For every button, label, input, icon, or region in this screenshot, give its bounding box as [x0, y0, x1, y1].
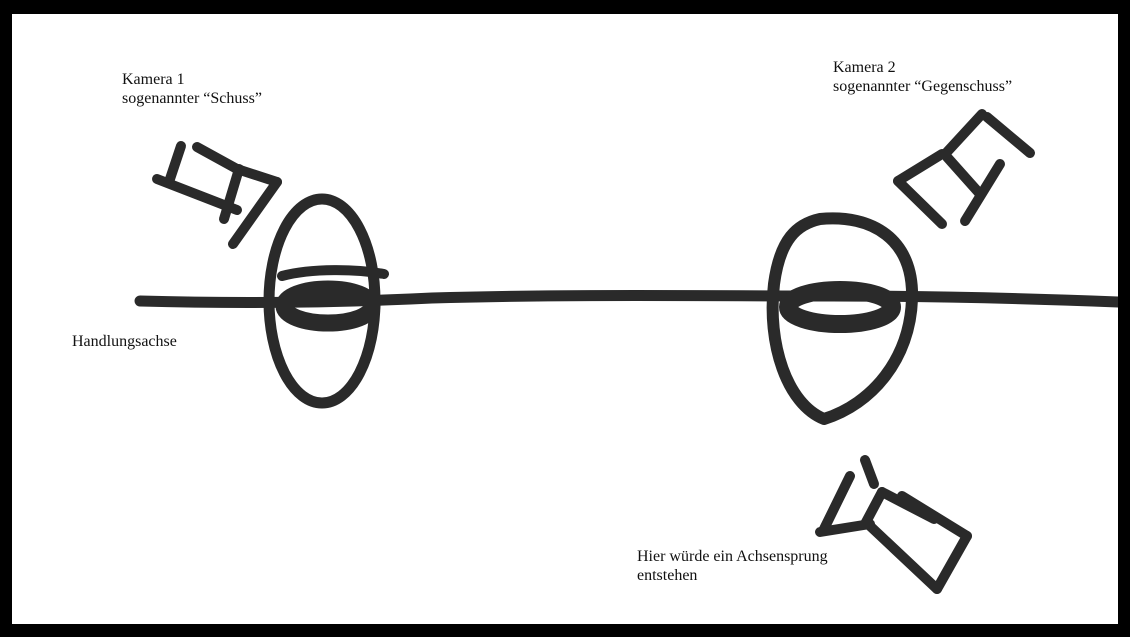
axis-jump-line-1: Hier würde ein Achsensprung [637, 547, 828, 566]
axis-label: Handlungsachse [72, 332, 177, 351]
camera-1-label: Kamera 1 sogenannter “Schuss” [122, 70, 262, 108]
diagram-canvas: Kamera 1 sogenannter “Schuss” Kamera 2 s… [12, 14, 1118, 624]
camera-1-subtitle: sogenannter “Schuss” [122, 89, 262, 108]
axis-jump-label: Hier würde ein Achsensprung entstehen [637, 547, 828, 585]
camera-2-title: Kamera 2 [833, 58, 1012, 77]
camera-1-sketch [157, 146, 277, 244]
person-2-sketch [773, 218, 912, 419]
camera-2-sketch [898, 114, 1030, 224]
axis-jump-line-2: entstehen [637, 566, 828, 585]
camera-2-subtitle: sogenannter “Gegenschuss” [833, 77, 1012, 96]
camera-3-sketch [820, 460, 967, 589]
camera-1-title: Kamera 1 [122, 70, 262, 89]
camera-2-label: Kamera 2 sogenannter “Gegenschuss” [833, 58, 1012, 96]
